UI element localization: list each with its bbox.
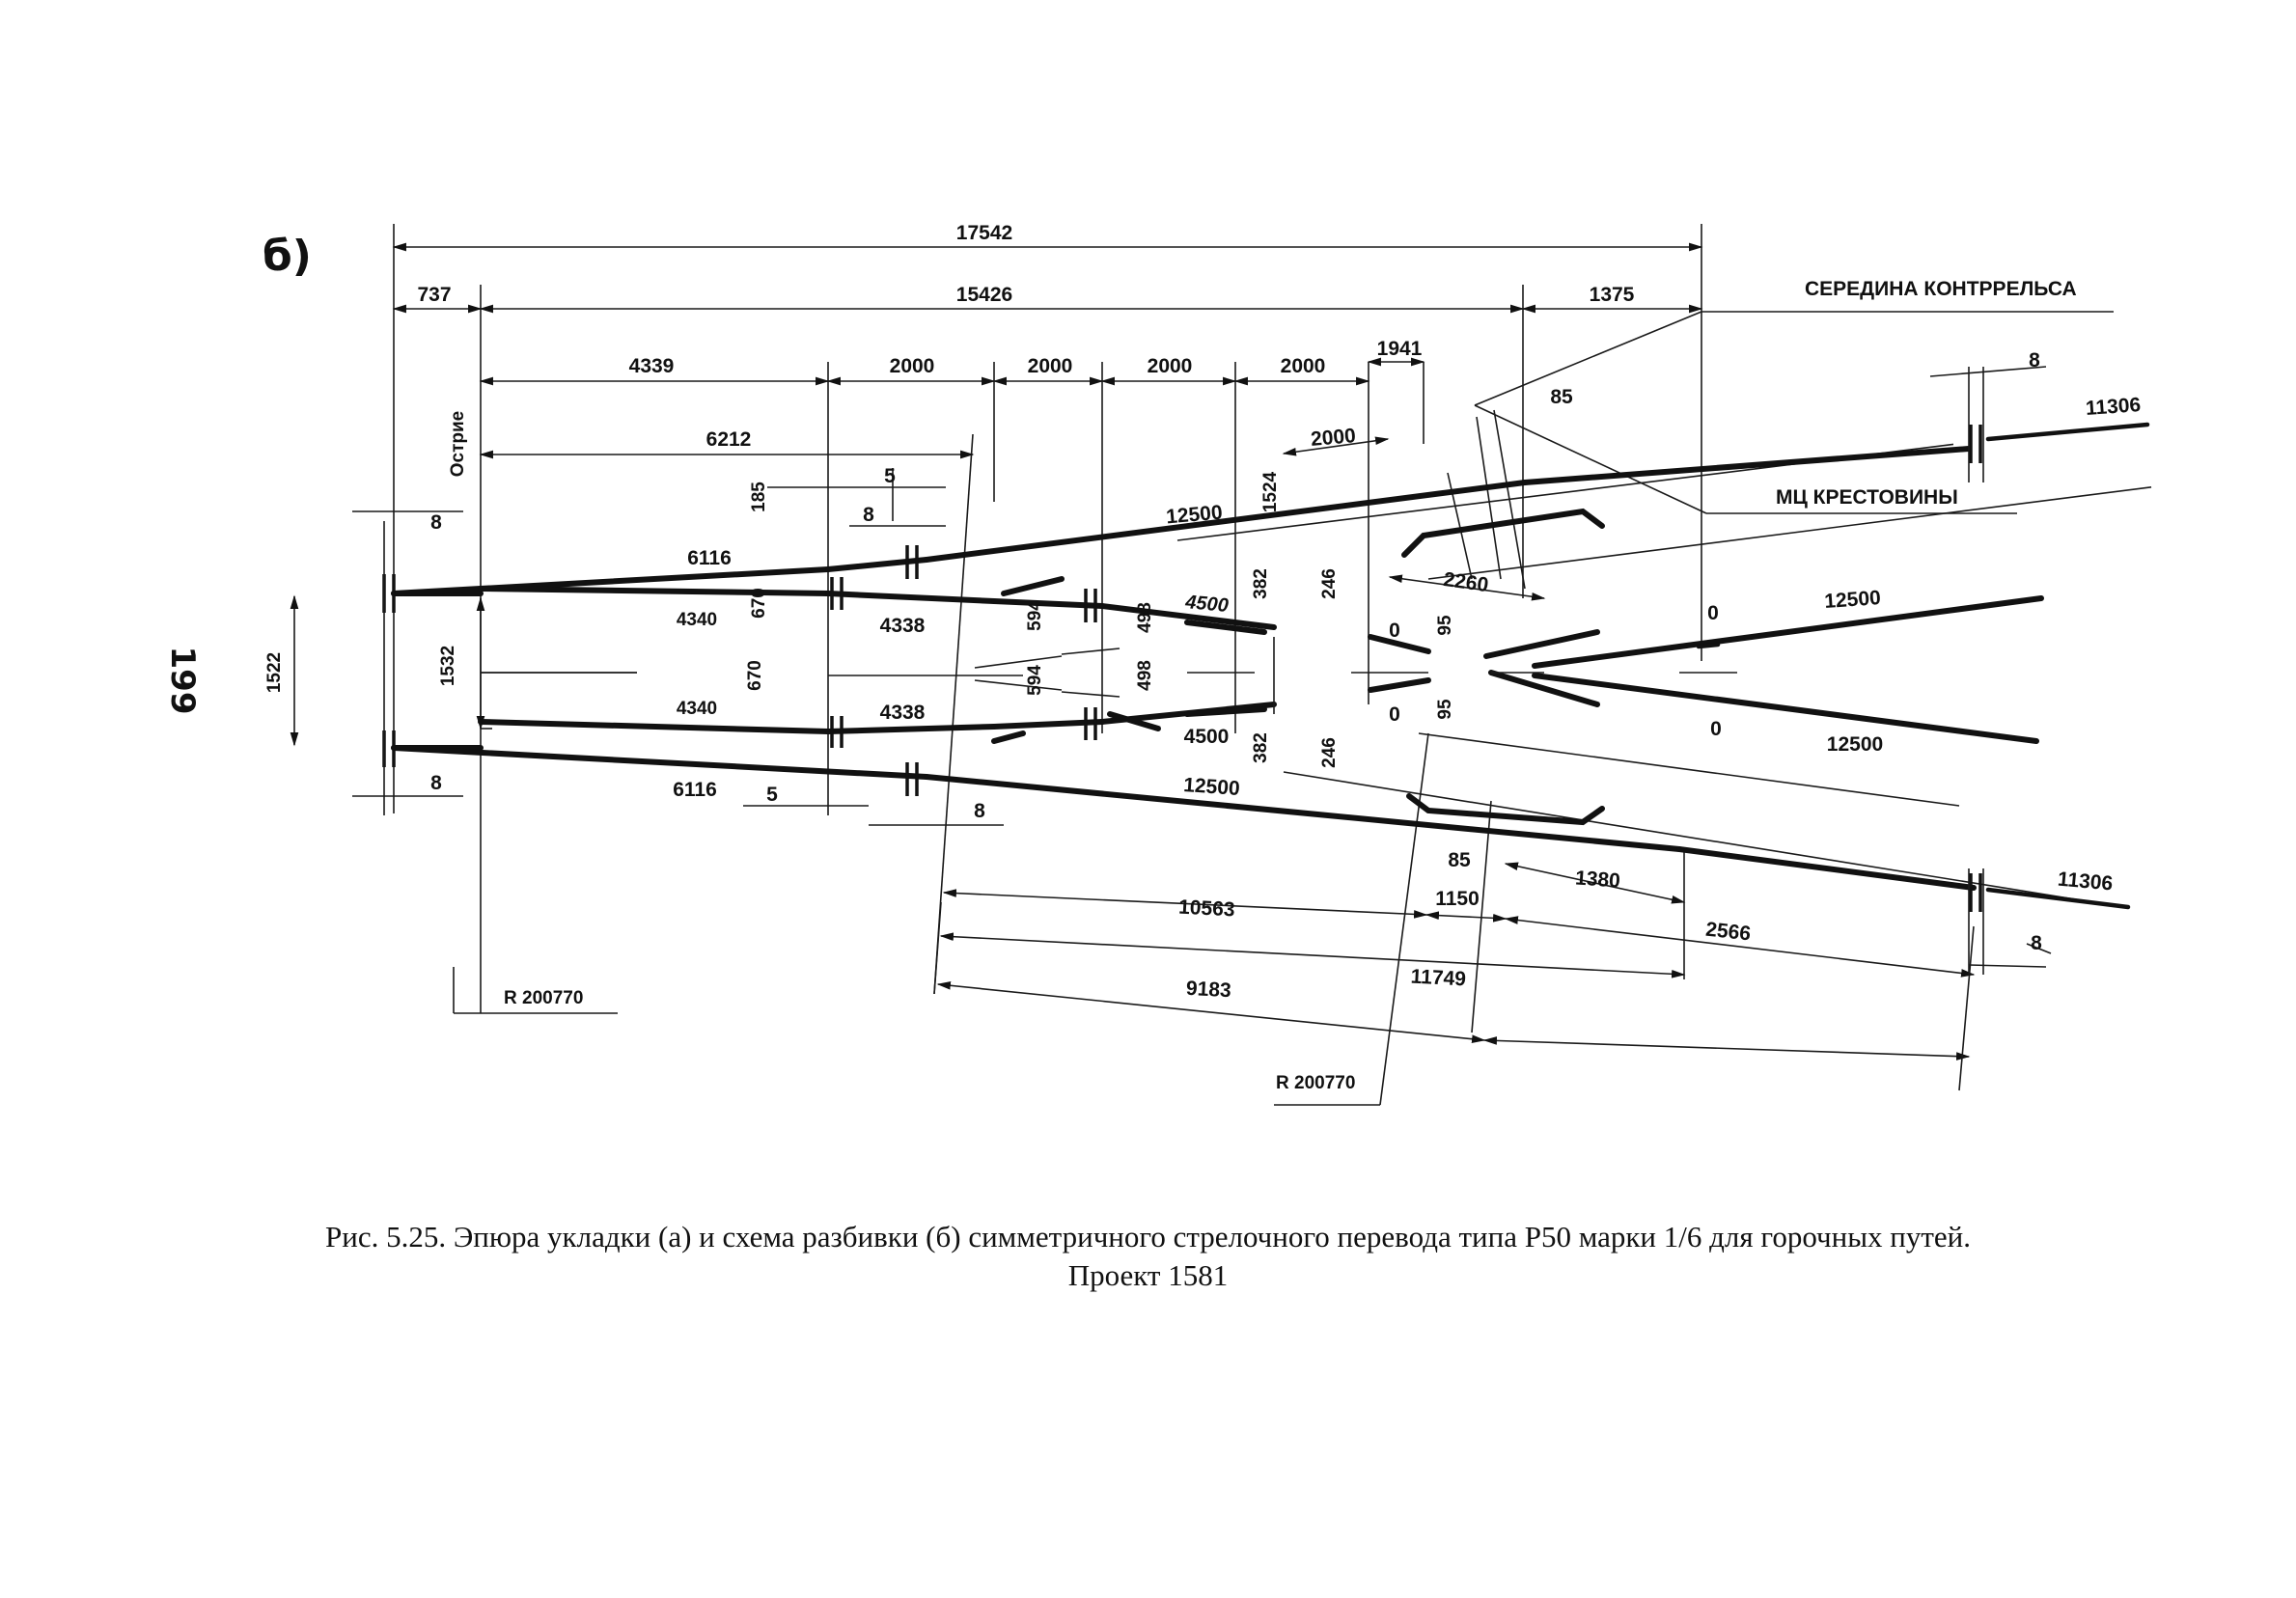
- dim-8-mid-bot: 8: [974, 800, 985, 822]
- dim-1941: 1941: [1377, 338, 1423, 360]
- figure-letter: б): [263, 232, 312, 281]
- label-radius-right: R 200770: [1276, 1073, 1355, 1093]
- dim-8-mid-top: 8: [863, 504, 874, 526]
- figure-caption: Рис. 5.25. Эпюра укладки (а) и схема раз…: [0, 1218, 2296, 1295]
- dim-4340-bot: 4340: [677, 699, 717, 719]
- label-radius-left: R 200770: [504, 988, 583, 1008]
- dim-4340-top: 4340: [677, 610, 717, 630]
- dim-8-top-right: 8: [2029, 349, 2040, 372]
- page-number: 199: [163, 647, 202, 715]
- dim-12500-right-bot: 12500: [1827, 733, 1883, 756]
- dim-1524: 1524: [1260, 471, 1281, 512]
- dim-6116-bot: 6116: [673, 779, 717, 801]
- dim-594-bot: 594: [1025, 665, 1045, 696]
- dim-382-top: 382: [1251, 568, 1271, 599]
- dim-1522: 1522: [264, 652, 285, 693]
- dim-95-bot: 95: [1435, 699, 1455, 720]
- dim-2566: 2566: [1704, 919, 1752, 946]
- dim-246-bot: 246: [1319, 737, 1340, 768]
- dim-10563: 10563: [1178, 895, 1236, 921]
- label-point-tip: Острие: [448, 411, 468, 478]
- dim-4338-bot: 4338: [880, 702, 926, 724]
- dim-12500-bot: 12500: [1183, 774, 1241, 800]
- dim-0-b: 0: [1389, 703, 1400, 726]
- rails: [391, 422, 2150, 910]
- centerlines: [481, 637, 1737, 714]
- dim-6212: 6212: [706, 428, 752, 451]
- dim-9183: 9183: [1185, 978, 1231, 1002]
- dimension-lines: [290, 242, 2052, 1091]
- dim-6116-top: 6116: [687, 547, 732, 569]
- dim-17542: 17542: [956, 222, 1012, 244]
- dim-2000-diag: 2000: [1310, 425, 1357, 451]
- dim-1150: 1150: [1435, 888, 1480, 910]
- dim-498-top: 498: [1135, 602, 1155, 633]
- dim-15426: 15426: [956, 284, 1012, 306]
- caption-line-1: Рис. 5.25. Эпюра укладки (а) и схема раз…: [324, 1220, 1972, 1254]
- dim-11306-top: 11306: [2085, 394, 2142, 420]
- dim-0-right-bot: 0: [1710, 718, 1722, 740]
- dim-0-a: 0: [1389, 620, 1400, 642]
- dim-2000-b: 2000: [1028, 355, 1073, 377]
- dim-5-top: 5: [884, 465, 896, 487]
- label-frog-center: МЦ КРЕСТОВИНЫ: [1776, 486, 1958, 509]
- dim-4500-bot: 4500: [1184, 726, 1230, 748]
- dimension-labels: 17542 737 15426 1375 СЕРЕДИНА КОНТРРЕЛЬС…: [264, 222, 2142, 1093]
- dim-2000-d: 2000: [1281, 355, 1326, 377]
- radius-leaders: [453, 732, 1429, 1106]
- dim-1380: 1380: [1574, 867, 1620, 892]
- dim-85-top: 85: [1550, 386, 1573, 408]
- rail-joints: [382, 367, 1984, 975]
- dim-1375: 1375: [1590, 284, 1635, 306]
- caption-line-2: Проект 1581: [1067, 1258, 1229, 1292]
- dim-1532: 1532: [438, 646, 458, 686]
- dim-670-bot: 670: [745, 660, 765, 691]
- dim-12500-top: 12500: [1165, 502, 1223, 529]
- dim-0-right-top: 0: [1707, 602, 1719, 624]
- dim-8-top-left: 8: [430, 511, 442, 534]
- dim-2000-a: 2000: [890, 355, 935, 377]
- dim-95-top: 95: [1435, 615, 1455, 636]
- dim-246-top: 246: [1319, 568, 1340, 599]
- label-middle-guard-rail: СЕРЕДИНА КОНТРРЕЛЬСА: [1805, 278, 2077, 300]
- dim-4339: 4339: [629, 355, 675, 377]
- dim-737: 737: [417, 284, 451, 306]
- dim-8-bot-left: 8: [430, 772, 442, 794]
- dim-12500-right-top: 12500: [1824, 587, 1882, 613]
- dim-8-bot-right: 8: [2031, 932, 2042, 954]
- dim-594-top: 594: [1025, 600, 1045, 631]
- dim-185: 185: [749, 482, 769, 512]
- dim-85-bot: 85: [1448, 849, 1471, 871]
- dim-382-bot: 382: [1251, 732, 1271, 763]
- dim-4338-top: 4338: [880, 615, 926, 637]
- dim-670-top: 670: [749, 588, 769, 619]
- dim-11306-bot: 11306: [2057, 868, 2114, 895]
- dim-5-bot: 5: [766, 784, 778, 806]
- dim-2000-c: 2000: [1148, 355, 1193, 377]
- dim-11749: 11749: [1410, 966, 1466, 991]
- dim-498-bot: 498: [1135, 660, 1155, 691]
- dim-4500-top: 4500: [1183, 592, 1229, 617]
